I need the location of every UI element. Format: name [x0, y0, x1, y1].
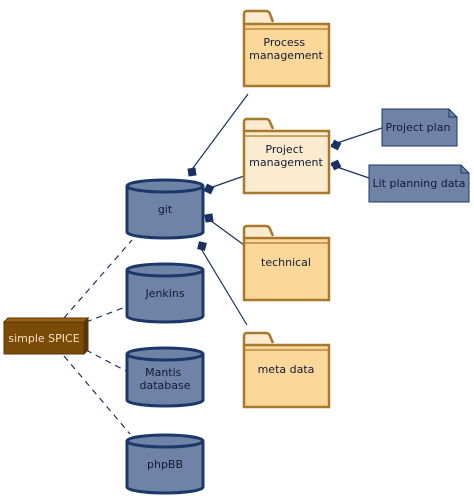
connector-root-mantis	[85, 349, 129, 373]
aggregation-diamond-icon	[203, 183, 215, 195]
database-mantis[interactable]: Mantis database	[125, 346, 205, 408]
label-line: management	[249, 49, 323, 62]
label-line: management	[249, 156, 323, 169]
folder-label: technical	[261, 256, 311, 269]
folder-icon	[242, 9, 331, 88]
note-label: Project plan	[386, 121, 451, 134]
label-line: Mantis	[145, 366, 182, 379]
database-phpbb[interactable]: phpBB	[125, 433, 205, 495]
folder-label: Process management	[249, 36, 323, 62]
folder-icon	[242, 331, 331, 409]
label-line: git	[158, 203, 173, 216]
connector-git-technical	[206, 217, 245, 246]
database-icon	[125, 178, 205, 240]
connector-project-projectplan	[330, 127, 383, 146]
label-line: Process	[263, 36, 305, 49]
folder-icon	[242, 117, 331, 195]
node-label: simple SPICE	[8, 332, 79, 345]
aggregation-diamond-icon	[187, 167, 197, 177]
connector-root-jenkins	[85, 305, 129, 323]
label-line: Jenkins	[144, 287, 184, 300]
aggregation-diamond-icon	[197, 241, 207, 251]
label-line: phpBB	[147, 458, 183, 471]
folder-label: meta data	[258, 363, 315, 376]
box-node-icon	[2, 316, 90, 356]
label-line: Project	[265, 143, 303, 156]
label-line: technical	[261, 256, 311, 269]
aggregation-diamonds	[187, 139, 342, 251]
folder-label: Project management	[249, 143, 323, 169]
database-icon	[125, 433, 205, 495]
note-icon	[381, 108, 458, 147]
note-project-plan[interactable]: Project plan	[381, 108, 458, 147]
database-icon	[125, 262, 205, 324]
database-icon	[125, 346, 205, 408]
aggregation-diamond-icon	[330, 159, 342, 171]
label-line: database	[140, 379, 191, 392]
database-label: git	[158, 203, 173, 216]
connector-git-meta	[199, 246, 248, 326]
database-label: Jenkins	[144, 287, 184, 300]
note-lit-planning-data[interactable]: Lit planning data	[368, 164, 470, 203]
label-line: meta data	[258, 363, 315, 376]
note-icon	[368, 164, 470, 203]
folder-meta-data[interactable]: meta data	[242, 331, 331, 409]
connector-git-process	[189, 93, 249, 173]
label-line: Lit planning data	[372, 177, 465, 190]
connector-root-git	[63, 239, 133, 319]
aggregation-diamond-icon	[204, 213, 214, 223]
folder-technical[interactable]: technical	[242, 224, 331, 302]
label-line: Project plan	[386, 121, 451, 134]
database-jenkins[interactable]: Jenkins	[125, 262, 205, 324]
database-git[interactable]: git	[125, 178, 205, 240]
database-label: Mantis database	[140, 366, 191, 392]
folder-project-management[interactable]: Project management	[242, 117, 331, 195]
database-label: phpBB	[147, 458, 183, 471]
folder-process-management[interactable]: Process management	[242, 9, 331, 88]
folder-icon	[242, 224, 331, 302]
aggregation-diamond-icon	[330, 139, 342, 151]
note-label: Lit planning data	[372, 177, 465, 190]
node-simple-spice[interactable]: simple SPICE	[2, 316, 90, 356]
